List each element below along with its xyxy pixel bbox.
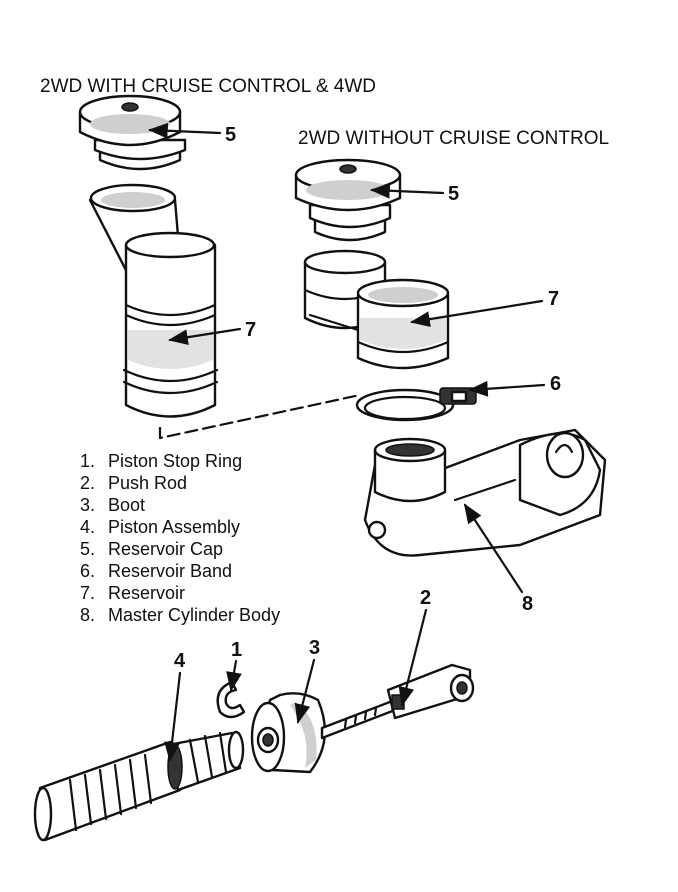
legend-label-7: Reservoir — [108, 583, 185, 603]
legend-num-6: 6. — [80, 561, 95, 581]
leader-7-right — [410, 299, 544, 327]
boot — [250, 692, 327, 774]
legend-label-1: Piston Stop Ring — [108, 451, 242, 471]
left-reservoir — [88, 183, 219, 418]
caption-left: 2WD WITH CRUISE CONTROL & 4WD — [40, 76, 376, 97]
reservoir-band — [355, 387, 477, 422]
legend-num-2: 2. — [80, 473, 95, 493]
leader-1 — [226, 659, 242, 692]
callout-8: 8 — [522, 593, 533, 615]
leader-6 — [468, 380, 546, 397]
right-reservoir-cap — [294, 158, 402, 242]
right-reservoir — [303, 249, 450, 370]
leader-2 — [398, 608, 428, 707]
leader-8 — [463, 503, 524, 594]
legend-label-2: Push Rod — [108, 473, 187, 493]
legend-label-6: Reservoir Band — [108, 561, 232, 581]
legend-label-8: Master Cylinder Body — [108, 605, 280, 625]
callout-2: 2 — [420, 587, 431, 609]
leader-4 — [164, 671, 182, 762]
legend-num-7: 7. — [80, 583, 95, 603]
assembly-dashed-line — [158, 393, 362, 440]
legend-label-4: Piston Assembly — [108, 517, 240, 537]
legend-label-5: Reservoir Cap — [108, 539, 223, 559]
parts-legend: 1. Piston Stop Ring 2. Push Rod 3. Boot … — [80, 451, 280, 625]
leader-3 — [294, 658, 316, 724]
callout-7-left: 7 — [245, 319, 256, 341]
left-reservoir-cap — [78, 94, 187, 171]
legend-num-4: 4. — [80, 517, 95, 537]
callout-6: 6 — [550, 373, 561, 395]
callout-5-left: 5 — [225, 124, 236, 146]
leader-5-left — [148, 122, 222, 139]
caption-right: 2WD WITHOUT CRUISE CONTROL — [298, 128, 609, 149]
master-cylinder-body — [363, 428, 607, 557]
legend-num-3: 3. — [80, 495, 95, 515]
callout-4: 4 — [174, 650, 186, 672]
legend-num-1: 1. — [80, 451, 95, 471]
callout-5-right: 5 — [448, 183, 459, 205]
legend-label-3: Boot — [108, 495, 145, 515]
leader-5-right — [370, 182, 445, 199]
piston-stop-ring — [216, 680, 246, 719]
push-rod — [320, 663, 475, 740]
callout-7-right: 7 — [548, 288, 559, 310]
callout-3: 3 — [309, 637, 320, 659]
legend-num-8: 8. — [80, 605, 95, 625]
legend-num-5: 5. — [80, 539, 95, 559]
leader-7-left — [168, 327, 242, 346]
piston-assembly — [33, 730, 245, 842]
callout-1: 1 — [231, 639, 242, 661]
